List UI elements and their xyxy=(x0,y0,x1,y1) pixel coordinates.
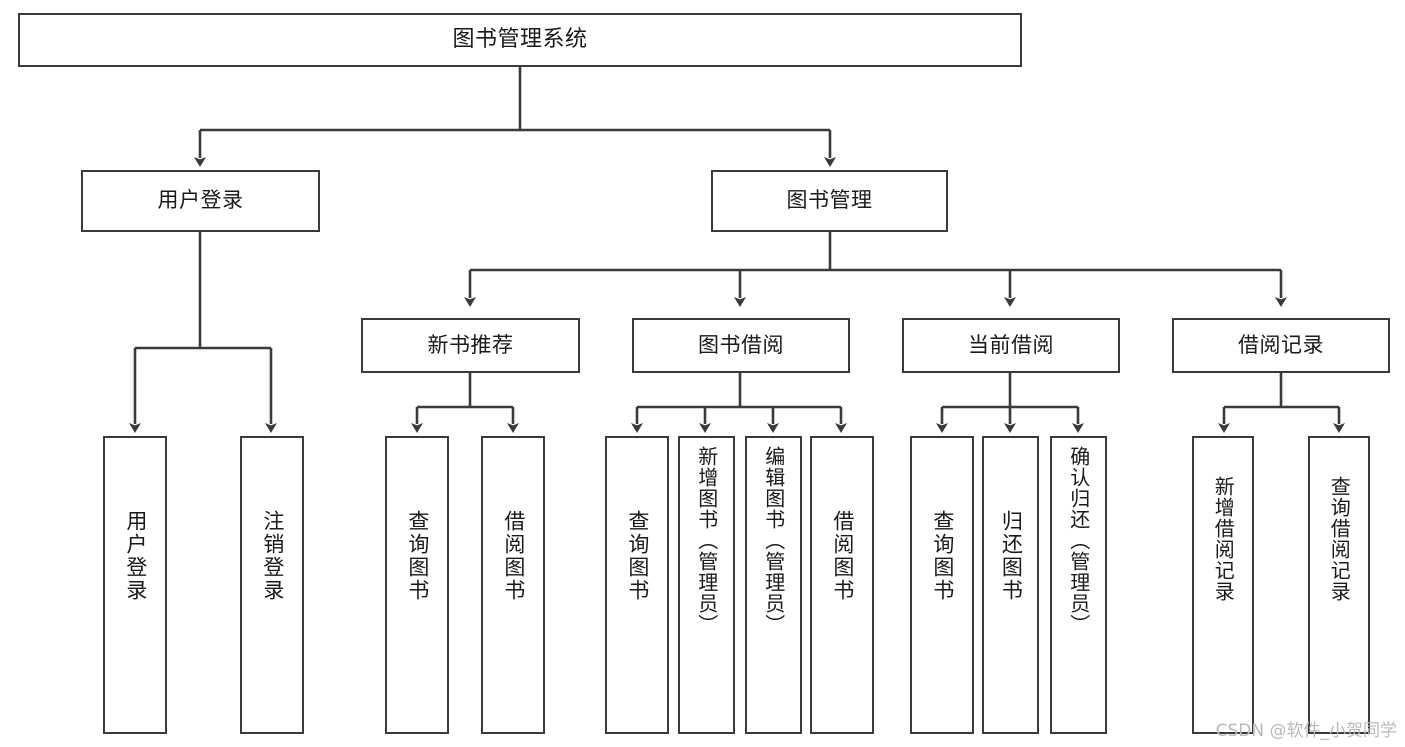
node-label: 用户登录 xyxy=(123,510,148,602)
leaf-query-book-1[interactable]: 查询图书 xyxy=(385,436,449,734)
leaf-query-record[interactable]: 查询借阅记录 xyxy=(1308,436,1370,734)
leaf-confirm-return[interactable]: 确认归还（管理员） xyxy=(1050,436,1107,734)
leaf-query-book-2[interactable]: 查询图书 xyxy=(605,436,669,734)
node-user-login[interactable]: 用户登录 xyxy=(81,170,320,232)
node-label: 用户登录 xyxy=(157,188,244,213)
leaf-return-book[interactable]: 归还图书 xyxy=(982,436,1039,734)
leaf-user-logout[interactable]: 注销登录 xyxy=(240,436,304,734)
node-label: 查询图书 xyxy=(405,510,430,602)
node-book-borrow[interactable]: 图书借阅 xyxy=(632,318,850,373)
node-label: 新增借阅记录 xyxy=(1211,476,1236,602)
node-label: 编辑图书（管理员） xyxy=(761,446,786,635)
node-label: 新增图书（管理员） xyxy=(694,446,719,635)
node-label: 当前借阅 xyxy=(968,332,1054,357)
node-new-book-recommend[interactable]: 新书推荐 xyxy=(361,318,580,373)
node-current-borrow[interactable]: 当前借阅 xyxy=(902,318,1120,373)
node-label: 借阅图书 xyxy=(501,510,526,602)
node-label: 借阅记录 xyxy=(1238,332,1324,357)
node-label: 图书管理系统 xyxy=(452,26,588,52)
node-book-management[interactable]: 图书管理 xyxy=(711,170,948,232)
node-label: 注销登录 xyxy=(260,510,285,602)
node-label: 借阅图书 xyxy=(830,510,855,602)
leaf-query-book-3[interactable]: 查询图书 xyxy=(910,436,974,734)
node-label: 新书推荐 xyxy=(427,332,514,357)
node-label: 查询图书 xyxy=(625,510,650,602)
node-label: 图书借阅 xyxy=(698,332,784,357)
leaf-borrow-book-1[interactable]: 借阅图书 xyxy=(481,436,545,734)
node-label: 归还图书 xyxy=(999,510,1024,602)
leaf-edit-book[interactable]: 编辑图书（管理员） xyxy=(745,436,802,734)
node-label: 查询借阅记录 xyxy=(1327,476,1352,602)
leaf-add-record[interactable]: 新增借阅记录 xyxy=(1192,436,1254,734)
leaf-borrow-book-2[interactable]: 借阅图书 xyxy=(810,436,874,734)
leaf-user-login[interactable]: 用户登录 xyxy=(103,436,167,734)
node-label: 确认归还（管理员） xyxy=(1066,446,1091,635)
node-root-book-management-system[interactable]: 图书管理系统 xyxy=(18,13,1022,67)
node-label: 图书管理 xyxy=(786,188,873,213)
leaf-add-book[interactable]: 新增图书（管理员） xyxy=(678,436,735,734)
node-borrow-record[interactable]: 借阅记录 xyxy=(1172,318,1390,373)
node-label: 查询图书 xyxy=(930,510,955,602)
